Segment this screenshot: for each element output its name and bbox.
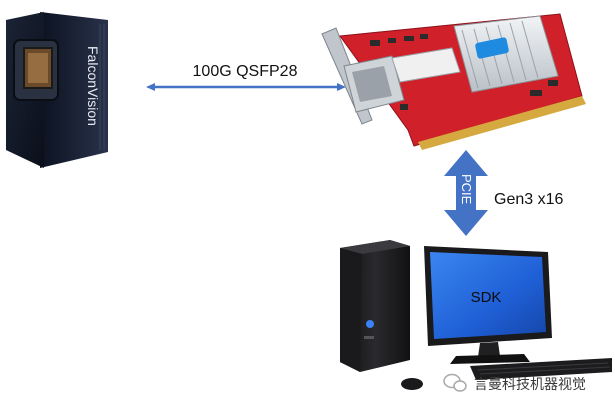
screen-text: SDK (471, 289, 502, 306)
falconvision-camera: FalconVision (6, 12, 108, 168)
mouse (401, 378, 423, 390)
heatsink-label (475, 37, 509, 59)
pcie-edge-connector (418, 96, 586, 150)
monitor-base (450, 354, 530, 364)
link-label: 100G QSFP28 (193, 63, 298, 80)
camera-cooling-fins (99, 24, 105, 150)
pcie-bus-label: PCIE (459, 174, 474, 205)
frame-grabber-card (321, 13, 586, 150)
watermark-text: 言曼科技机器视觉 (474, 377, 586, 393)
wechat-icon (443, 373, 467, 392)
desktop-pc: SDK (340, 240, 612, 390)
link-card-pc: PCIE Gen3 x16 (444, 150, 563, 236)
camera-brand-label: FalconVision (85, 46, 101, 126)
pcie-spec-label: Gen3 x16 (494, 191, 563, 208)
monitor-stand (478, 342, 500, 357)
link-camera-card: 100G QSFP28 (146, 63, 346, 91)
pcie-double-arrow (444, 150, 488, 236)
monitor-screen (430, 252, 546, 339)
watermark: 言曼科技机器视觉 (443, 373, 586, 393)
keyboard (470, 358, 612, 380)
power-button-icon (366, 320, 374, 328)
keyboard-keys (477, 362, 611, 375)
card-rail (391, 47, 461, 83)
